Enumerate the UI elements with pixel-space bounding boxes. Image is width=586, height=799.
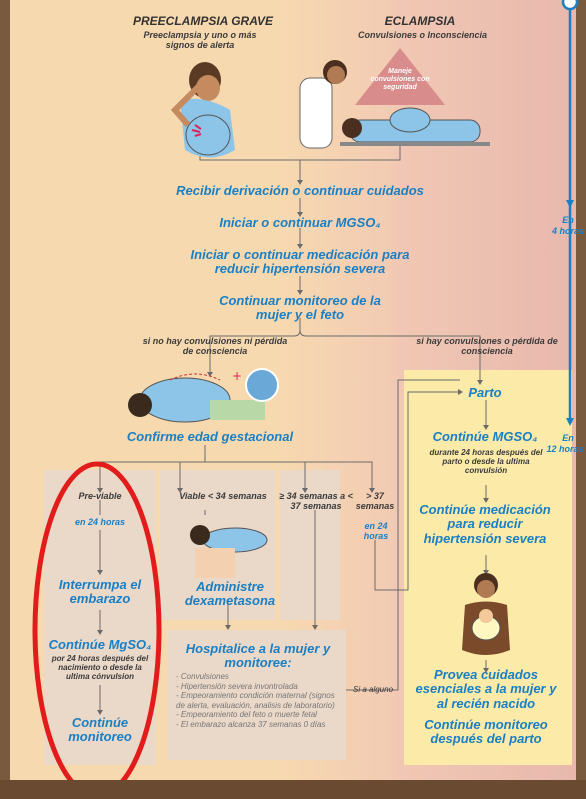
parto: Parto: [468, 385, 502, 400]
warning-text: Maneje convulsiones con seguridad: [370, 68, 430, 92]
step-start-medication: Iniciar o continuar medicación para redu…: [190, 247, 410, 277]
right-continue-medication: Continúe medicación para reducir hiperte…: [419, 502, 551, 546]
right-continue-mgso4: Continúe MGSO₄: [432, 429, 538, 444]
step-receive-referral: Recibir derivación o continuar cuidados: [176, 183, 424, 198]
step-monitor: Continuar monitoreo de la mujer y el fet…: [219, 293, 381, 323]
hospitalize-list: - Convulsiones - Hipertensión severa inv…: [176, 672, 344, 730]
dexamethasone-injection-icon: [190, 525, 268, 578]
eclampsia-title: ECLAMPSIA: [384, 14, 456, 28]
preeclampsia-subtitle: Preeclampsia y uno o más signos de alert…: [143, 30, 257, 51]
timer-2-word: En: [562, 433, 574, 443]
eclampsia-subtitle: Convulsiones o Inconsciencia: [357, 30, 488, 40]
label-gt37: > 37 semanas: [355, 491, 395, 512]
previable-continue-mgso4: Continúe MgSO₄: [48, 637, 152, 652]
hospitalize-item: - Empeoramiento condición maternal (sign…: [176, 691, 335, 710]
bottom-strip: [0, 780, 586, 799]
hospitalize-item: - Convulsiones: [176, 672, 229, 681]
hospitalize-box: [168, 630, 346, 760]
label-previable: Pre-viable: [78, 491, 122, 501]
previable-mgso4-detail: por 24 horas después del nacimiento o de…: [51, 654, 149, 682]
postpartum-box: [404, 370, 572, 765]
interrupt-pregnancy: Interrumpa el embarazo: [58, 577, 142, 607]
svg-text:+: +: [232, 369, 242, 383]
label-lt34: Viable < 34 semanas: [179, 491, 267, 501]
preeclampsia-title: PREECLAMPSIA GRAVE: [132, 14, 273, 28]
label-in24-hours: en 24 horas: [74, 517, 126, 527]
hospitalize-item: - Empeoramiento del feto o muerte fetal: [176, 710, 317, 720]
hospitalize-item: - El embarazo alcanza 37 semanas 0 días: [176, 719, 326, 729]
previable-continue-monitoring: Continúe monitoreo: [68, 715, 132, 745]
essential-care: Provea cuidados esenciales a la mujer y …: [415, 667, 557, 711]
administer-dexamethasone: Administre dexametasona: [184, 579, 276, 609]
branch-no-convulsions: si no hay convulsiones ni pérdida de con…: [142, 336, 288, 357]
right-mgso4-detail: durante 24 horas después del parto o des…: [429, 448, 543, 476]
confirm-gestational-age: Confirme edad gestacional: [126, 429, 294, 444]
if-any-label: Si a alguno: [352, 685, 394, 694]
hospitalize-item: - Hipertensión severa invontrolada: [176, 681, 298, 691]
timer-1-value: 4 horas: [551, 226, 584, 236]
mother-baby-icon: [462, 573, 510, 655]
hospitalize-title: Hospitalice a la mujer y monitoree:: [185, 641, 331, 671]
step-start-mgso4: Iniciar o continuar MGSO₄: [219, 215, 381, 230]
label-gt37-in24: en 24 horas: [363, 521, 389, 541]
pregnant-woman-headache-icon: [170, 62, 235, 158]
warning-triangle-icon: [355, 48, 445, 105]
timer-1-word: En: [562, 215, 574, 225]
label-34-37: ≥ 34 semanas a < 37 semanas: [279, 491, 353, 512]
postpartum-monitoring: Continúe monitoreo después del parto: [424, 717, 548, 747]
branch-convulsions: si hay convulsiones o pérdida de conscie…: [416, 336, 558, 357]
b34-column-box: [280, 470, 340, 620]
ultrasound-exam-icon: +: [128, 368, 279, 423]
timer-2-value: 12 horas: [546, 444, 584, 454]
eclampsia-patient-icon: [299, 60, 490, 149]
